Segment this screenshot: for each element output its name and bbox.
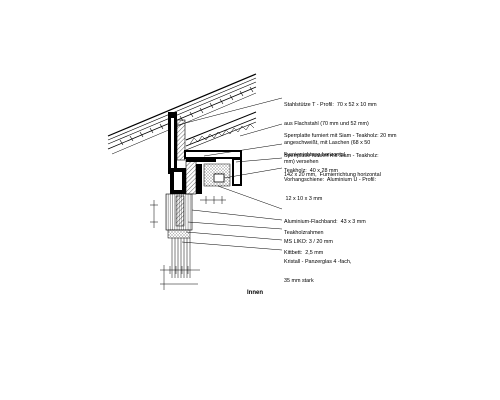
label-sperrplatte-1: Sperrplatte furniert mit Siam - Teakholz…: [284, 132, 397, 159]
glass-panes: [171, 238, 191, 278]
label-teakholzrahmen: Teakholzrahmen: [284, 229, 324, 236]
roof-sheathing: [185, 111, 257, 151]
label-vorhangschiene: Vorhangschiene: Aluminium U - Profil: 12…: [284, 176, 376, 203]
label-stahlstuetze: Stahlstütze T - Profil: 70 x 52 x 10 mm …: [284, 101, 377, 166]
label-kristall: Kristall - Panzerglas 4 -fach, 35 mm sta…: [284, 258, 352, 285]
label-aluminium-flachband: Aluminium-Flachband: 43 x 3 mm: [284, 218, 366, 225]
label-ms-liko: MS LIKO: 3 / 20 mm: [284, 238, 333, 245]
label-kittbett: Kittbett: 2,5 mm: [284, 249, 324, 256]
leader-lines: [173, 97, 283, 251]
roof-rafter-teeth: [119, 86, 254, 146]
dimension-lines: [150, 196, 226, 290]
steel-post: [168, 112, 186, 174]
window-frame: [165, 159, 202, 239]
label-teakholz: Teakholz: 40 x 28 mm: [284, 167, 338, 174]
curtain-rail: [203, 163, 231, 187]
label-sperrplatte-2: Sperrplatte furniert mit Siam - Teakholz…: [284, 152, 381, 179]
side-label-innen: Innen: [247, 290, 263, 296]
